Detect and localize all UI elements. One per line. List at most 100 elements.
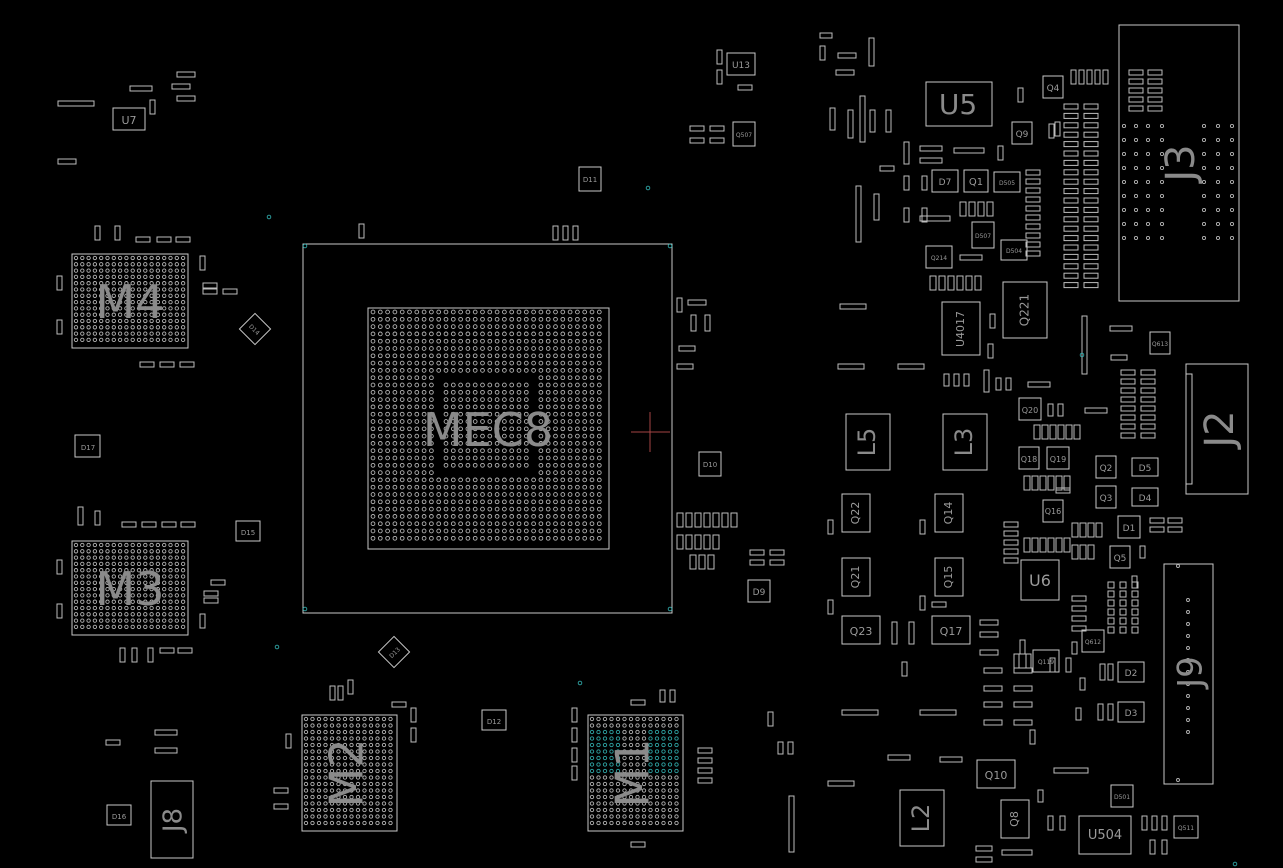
j3-connector[interactable]: J3 [1118,24,1240,302]
u4017-component[interactable]: U4017 [941,301,981,356]
d5-diode[interactable]: D5 [1131,457,1159,477]
d507-label: D507 [975,233,991,240]
j2-connector[interactable]: J2 [1185,363,1249,495]
m1-component[interactable]: M1 [587,714,684,832]
q8-transistor[interactable]: Q8 [1000,799,1030,839]
d11-diode[interactable]: D11 [578,166,602,192]
q23-transistor[interactable]: Q23 [841,615,881,645]
d504-label: D504 [1006,248,1022,255]
q5-transistor[interactable]: Q5 [1109,545,1131,569]
u4017-label: U4017 [954,311,967,347]
q214-transistor[interactable]: Q214 [925,245,953,269]
q16-label: Q16 [1045,507,1061,516]
d9-diode[interactable]: D9 [747,579,771,603]
q21-transistor[interactable]: Q21 [841,557,871,597]
q2-transistor[interactable]: Q2 [1095,455,1117,479]
l3-label: L3 [950,428,978,457]
q612-transistor[interactable]: Q612 [1081,629,1105,653]
m2-component[interactable]: M2 [301,714,398,832]
q511-transistor[interactable]: Q511 [1173,815,1199,839]
m3-component[interactable]: M3 [71,540,189,636]
d501-diode[interactable]: D501 [1110,784,1134,808]
q221-transistor[interactable]: Q221 [1002,281,1048,339]
q17-label: Q17 [940,625,963,638]
q1-label: Q1 [969,177,983,188]
q214-label: Q214 [931,255,947,262]
mec8-label: MEC8 [423,403,553,457]
crosshair-cursor-icon [631,412,670,452]
u504-component[interactable]: U504 [1078,815,1132,855]
passive-components [56,32,1238,867]
q119-transistor[interactable]: Q119 [1032,649,1060,673]
m3-ball-grid [73,542,186,630]
q507-transistor[interactable]: Q507 [732,121,756,147]
u6-label: U6 [1029,571,1051,590]
u13-component[interactable]: U13 [726,52,756,76]
j3-pin-grid [1121,123,1235,241]
q20-label: Q20 [1022,406,1038,415]
q613-label: Q613 [1152,341,1168,348]
q9-label: Q9 [1016,130,1029,140]
u6-component[interactable]: U6 [1020,559,1060,601]
j9-connector[interactable]: J9 [1163,563,1214,785]
d1-diode[interactable]: D1 [1117,515,1141,539]
q613-transistor[interactable]: Q613 [1149,331,1171,355]
q22-transistor[interactable]: Q22 [841,493,871,533]
u504-label: U504 [1088,828,1122,843]
d10-diode[interactable]: D10 [698,451,722,477]
m4-component[interactable]: M4 [71,253,189,349]
j8-connector[interactable]: J8 [150,780,194,859]
q19-transistor[interactable]: Q19 [1046,446,1070,470]
q119-label: Q119 [1038,659,1054,666]
u5-component[interactable]: U5 [925,81,993,127]
d1-label: D1 [1123,524,1136,534]
d7-label: D7 [939,178,952,188]
d507-diode[interactable]: D507 [971,221,995,249]
l2-label: L2 [907,804,935,833]
l3-inductor[interactable]: L3 [942,413,988,471]
d9-label: D9 [753,588,766,598]
q3-transistor[interactable]: Q3 [1095,485,1117,509]
d505-diode[interactable]: D505 [993,171,1021,193]
j8-label: J8 [159,808,189,834]
d4-diode[interactable]: D4 [1131,487,1159,507]
d7-diode[interactable]: D7 [931,169,959,193]
q16-transistor[interactable]: Q16 [1042,499,1064,523]
d3-diode[interactable]: D3 [1117,701,1145,723]
l2-inductor[interactable]: L2 [899,789,945,847]
d5-label: D5 [1139,464,1152,474]
l5-inductor[interactable]: L5 [845,413,891,471]
q20-transistor[interactable]: Q20 [1018,397,1042,421]
q14-transistor[interactable]: Q14 [934,493,964,533]
m4-label: M4 [96,275,165,329]
d504-diode[interactable]: D504 [1000,239,1028,261]
q17-transistor[interactable]: Q17 [931,615,971,645]
q21-label: Q21 [849,566,862,589]
q18-transistor[interactable]: Q18 [1018,446,1040,470]
d16-diode[interactable]: D16 [106,804,132,826]
j3-label: J3 [1158,144,1204,184]
q5-label: Q5 [1114,554,1127,564]
d4-label: D4 [1139,494,1152,504]
d17-diode[interactable]: D17 [74,434,101,458]
q15-transistor[interactable]: Q15 [934,557,964,597]
q4-transistor[interactable]: Q4 [1042,75,1064,99]
m2-label: M2 [320,739,374,808]
d15-diode[interactable]: D15 [235,520,261,542]
d2-diode[interactable]: D2 [1117,661,1145,683]
q18-label: Q18 [1021,455,1037,464]
u7-component[interactable]: U7 [112,107,146,131]
u13-label: U13 [732,61,750,71]
d12-diode[interactable]: D12 [481,709,507,731]
u7-label: U7 [121,114,136,127]
u5-label: U5 [939,88,977,121]
d505-label: D505 [999,180,1015,187]
q10-transistor[interactable]: Q10 [976,759,1016,789]
q9-transistor[interactable]: Q9 [1011,121,1033,145]
q1-transistor[interactable]: Q1 [963,169,989,193]
d501-label: D501 [1114,794,1130,801]
j2-label: J2 [1197,410,1243,450]
q511-label: Q511 [1178,825,1194,832]
mec8-component[interactable]: MEC8 [302,243,673,614]
